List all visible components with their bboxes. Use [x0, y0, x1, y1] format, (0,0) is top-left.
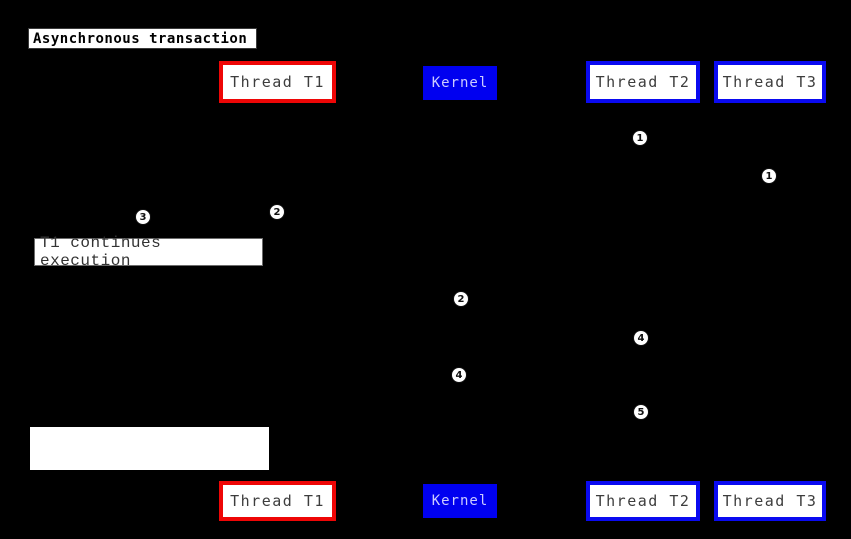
participant-label: Thread T2: [595, 73, 691, 91]
sequence-marker-2-kernel: 2: [453, 291, 469, 307]
participant-label: Thread T3: [722, 73, 818, 91]
sequence-marker-3-thread-t1: 3: [135, 209, 151, 225]
participant-thread-t1-top: Thread T1: [219, 61, 336, 103]
diagram-title: Asynchronous transaction: [28, 28, 257, 49]
sequence-marker-1-thread-t2: 1: [632, 130, 648, 146]
participant-thread-t2-top: Thread T2: [586, 61, 700, 103]
participant-label: Thread T3: [722, 492, 818, 510]
note-blank-box: [30, 427, 269, 470]
sequence-marker-4-thread-t2: 4: [633, 330, 649, 346]
participant-thread-t2-bottom: Thread T2: [586, 481, 700, 521]
participant-label: Thread T2: [595, 492, 691, 510]
participant-kernel-bottom: Kernel: [423, 484, 497, 518]
participant-label: Thread T1: [230, 492, 325, 510]
participant-label: Kernel: [431, 493, 489, 509]
participant-kernel-top: Kernel: [423, 66, 497, 100]
sequence-marker-4-kernel: 4: [451, 367, 467, 383]
participant-label: Thread T1: [230, 73, 325, 91]
note-t1-continues-execution: T1 continues execution: [34, 234, 263, 270]
participant-label: Kernel: [431, 75, 489, 91]
sequence-marker-5-thread-t2: 5: [633, 404, 649, 420]
sequence-marker-1-thread-t3: 1: [761, 168, 777, 184]
participant-thread-t3-bottom: Thread T3: [714, 481, 826, 521]
participant-thread-t1-bottom: Thread T1: [219, 481, 336, 521]
participant-thread-t3-top: Thread T3: [714, 61, 826, 103]
sequence-marker-2-thread-t1: 2: [269, 204, 285, 220]
